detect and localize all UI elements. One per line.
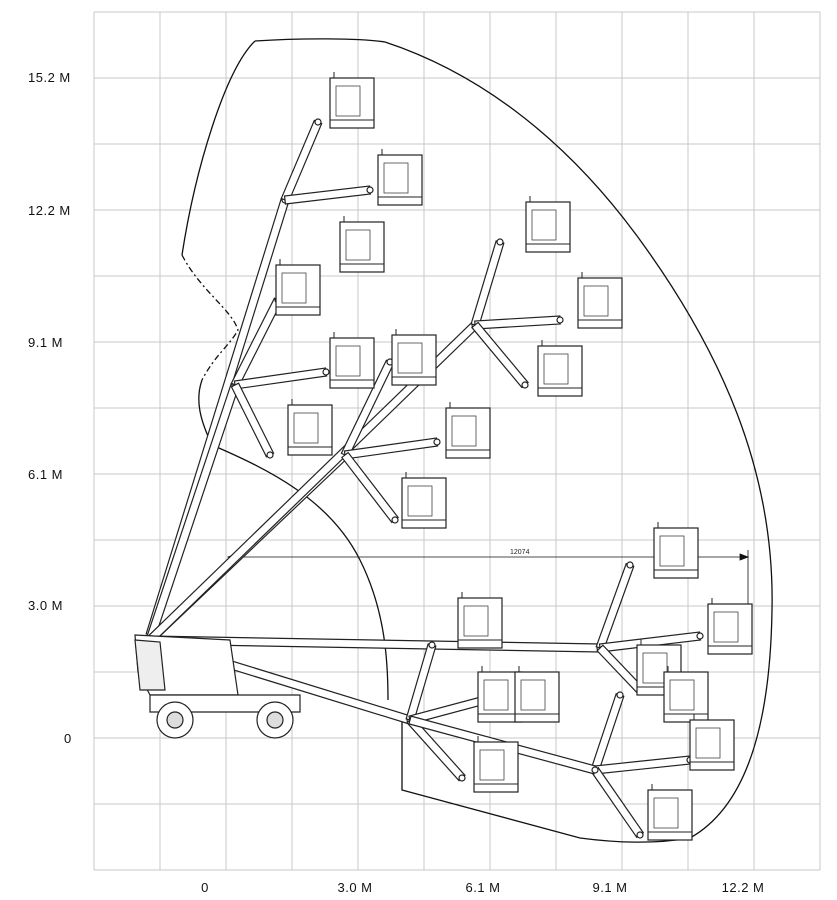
platform-control-box: [281, 272, 307, 304]
boom-section: [598, 631, 702, 653]
boom-joint: [626, 561, 634, 569]
platform-control-box: [345, 229, 371, 261]
y-tick-label-0: 0: [64, 731, 72, 746]
boom-section: [280, 119, 323, 203]
counterweight: [134, 639, 166, 691]
boom-joint: [266, 451, 274, 459]
inner-envelope-line: [198, 379, 389, 701]
platform-control-box: [383, 162, 409, 194]
boom-section: [230, 382, 275, 458]
platform-control-box: [397, 342, 423, 374]
boom-section: [596, 644, 644, 694]
platform-control-box: [695, 727, 721, 759]
boom-section: [283, 185, 372, 205]
x-tick-label-0: 0: [201, 880, 209, 895]
boom-section: [340, 359, 395, 458]
y-tick-label-12-2: 12.2 M: [28, 203, 71, 218]
boom-section: [405, 643, 437, 722]
platform-control-box: [713, 611, 739, 643]
boom-section: [340, 451, 400, 524]
boom-section: [595, 562, 635, 651]
boom-joint: [591, 766, 599, 774]
y-tick-label-15-2: 15.2 M: [28, 70, 71, 85]
rear-wheel-hub: [166, 711, 184, 729]
boom-section: [471, 321, 529, 389]
platform-control-box: [583, 285, 609, 317]
y-tick-label-6-1: 6.1 M: [28, 467, 64, 482]
x-tick-label-6-1: 6.1 M: [465, 880, 501, 895]
boom-joint: [366, 186, 374, 194]
platform-control-box: [520, 679, 546, 711]
y-tick-label-3-0: 3.0 M: [28, 598, 64, 613]
boom-section: [474, 315, 561, 330]
boom-section: [230, 297, 283, 388]
platform-control-box: [479, 749, 505, 781]
boom-joint: [322, 368, 330, 376]
boom-joint: [521, 381, 529, 389]
boom-section: [593, 755, 692, 775]
front-wheel-hub: [266, 711, 284, 729]
platform-control-box: [659, 535, 685, 567]
platform-control-box: [653, 797, 679, 829]
platform-positions: [275, 72, 753, 841]
boom-joint: [496, 238, 504, 246]
boom-section: [590, 692, 625, 773]
envelope-dashed-line: [181, 254, 239, 381]
x-tick-label-3-0: 3.0 M: [337, 880, 373, 895]
upper-envelope-left-line: [181, 40, 256, 256]
boom-section: [470, 240, 505, 327]
platform-control-box: [335, 345, 361, 377]
boom-joint: [556, 316, 564, 324]
boom-section: [590, 766, 645, 839]
boom-joint: [636, 831, 644, 839]
boom-joint: [433, 438, 441, 446]
y-tick-label-9-1: 9.1 M: [28, 335, 64, 350]
boom-joint: [428, 641, 436, 649]
platform-control-box: [451, 415, 477, 447]
platform-control-box: [293, 412, 319, 444]
boom-joint: [696, 632, 704, 640]
boom-joint: [314, 118, 322, 126]
boom-joint: [616, 691, 624, 699]
reach-dimension-label: 12074: [510, 549, 530, 556]
boom-positions: [145, 118, 704, 839]
platform-control-box: [407, 485, 433, 517]
boom-joint: [391, 516, 399, 524]
platform-control-box: [543, 353, 569, 385]
boom-section: [233, 367, 328, 390]
dimension-arrow-right: [739, 553, 750, 561]
platform-control-box: [335, 85, 361, 117]
platform-control-box: [531, 209, 557, 241]
platform-control-box: [483, 679, 509, 711]
x-tick-label-12-2: 12.2 M: [721, 880, 765, 895]
platform-control-box: [669, 679, 695, 711]
platform-control-box: [463, 605, 489, 637]
x-tick-label-9-1: 9.1 M: [592, 880, 628, 895]
platform-control-box: [642, 652, 668, 684]
boom-joint: [458, 774, 466, 782]
machine-base: [134, 634, 301, 739]
boom-section: [343, 437, 439, 460]
